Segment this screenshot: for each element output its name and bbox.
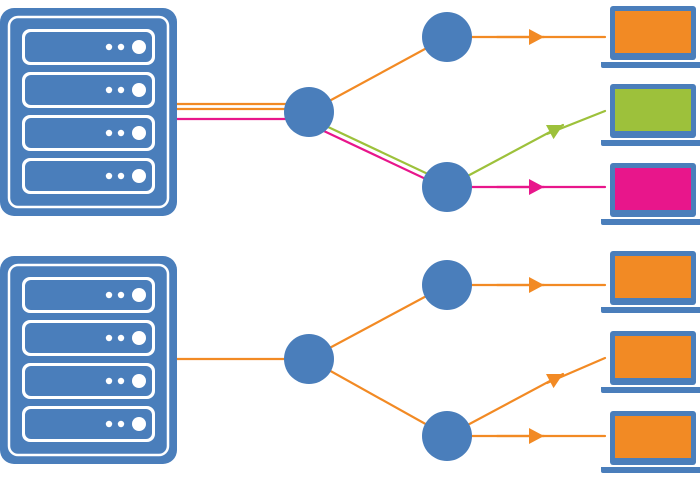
led-icon bbox=[117, 334, 125, 342]
server-inner-border bbox=[7, 15, 170, 209]
led-icon bbox=[105, 172, 113, 180]
laptop-icon bbox=[601, 163, 700, 225]
router-node-top bbox=[422, 260, 472, 310]
link-line bbox=[307, 116, 449, 185]
server-slot-body bbox=[25, 280, 152, 310]
led-icon bbox=[117, 377, 125, 385]
led-icon bbox=[117, 129, 125, 137]
laptop-base bbox=[601, 467, 700, 473]
laptop-base bbox=[601, 140, 700, 146]
power-button-icon bbox=[132, 40, 146, 54]
laptop-screen bbox=[615, 11, 691, 53]
laptop-icon bbox=[601, 251, 700, 313]
laptop-screen bbox=[615, 416, 691, 458]
link-line bbox=[545, 109, 607, 136]
laptop-icon bbox=[601, 331, 700, 393]
multicast-network bbox=[0, 6, 700, 225]
server-slot-body bbox=[25, 323, 152, 353]
server-inner-border bbox=[7, 263, 170, 457]
power-button-icon bbox=[132, 288, 146, 302]
led-icon bbox=[117, 172, 125, 180]
power-button-icon bbox=[132, 126, 146, 140]
hub-node bbox=[284, 87, 334, 137]
server-slot-body bbox=[25, 409, 152, 439]
router-node-top bbox=[422, 12, 472, 62]
server-slot bbox=[22, 158, 155, 194]
server-slot-body bbox=[25, 366, 152, 396]
laptop-base bbox=[601, 62, 700, 68]
power-button-icon bbox=[132, 83, 146, 97]
laptop-base bbox=[601, 219, 700, 225]
link-line bbox=[307, 283, 449, 361]
server-slot bbox=[22, 363, 155, 399]
led-icon bbox=[117, 291, 125, 299]
laptop-icon bbox=[601, 84, 700, 146]
led-icon bbox=[117, 420, 125, 428]
unicast-network bbox=[0, 251, 700, 473]
server-slot-body bbox=[25, 32, 152, 62]
hub-node bbox=[284, 334, 334, 384]
laptop-icon bbox=[601, 411, 700, 473]
power-button-icon bbox=[132, 417, 146, 431]
led-icon bbox=[105, 334, 113, 342]
router-node-bottom bbox=[422, 411, 472, 461]
power-button-icon bbox=[132, 169, 146, 183]
server-slot bbox=[22, 29, 155, 65]
led-icon bbox=[105, 377, 113, 385]
laptop-screen bbox=[615, 336, 691, 378]
laptop-base bbox=[601, 387, 700, 393]
laptop-screen bbox=[615, 256, 691, 298]
server-rack-icon bbox=[0, 8, 177, 216]
power-button-icon bbox=[132, 331, 146, 345]
led-icon bbox=[117, 86, 125, 94]
server-slot bbox=[22, 72, 155, 108]
link-line bbox=[545, 356, 607, 385]
power-button-icon bbox=[132, 374, 146, 388]
led-icon bbox=[105, 291, 113, 299]
server-slot bbox=[22, 277, 155, 313]
server-slot bbox=[22, 115, 155, 151]
server-slot bbox=[22, 406, 155, 442]
server-slot-body bbox=[25, 161, 152, 191]
led-icon bbox=[105, 129, 113, 137]
server-rack-icon bbox=[0, 256, 177, 464]
server-slot-body bbox=[25, 75, 152, 105]
laptop-screen bbox=[615, 168, 691, 210]
laptop-base bbox=[601, 307, 700, 313]
laptop-screen bbox=[615, 89, 691, 131]
link-line bbox=[307, 357, 449, 438]
server-slot-body bbox=[25, 118, 152, 148]
led-icon bbox=[105, 420, 113, 428]
router-node-bottom bbox=[422, 162, 472, 212]
link-line bbox=[307, 35, 449, 114]
server-slot bbox=[22, 320, 155, 356]
led-icon bbox=[105, 43, 113, 51]
laptop-icon bbox=[601, 6, 700, 68]
led-icon bbox=[117, 43, 125, 51]
led-icon bbox=[105, 86, 113, 94]
